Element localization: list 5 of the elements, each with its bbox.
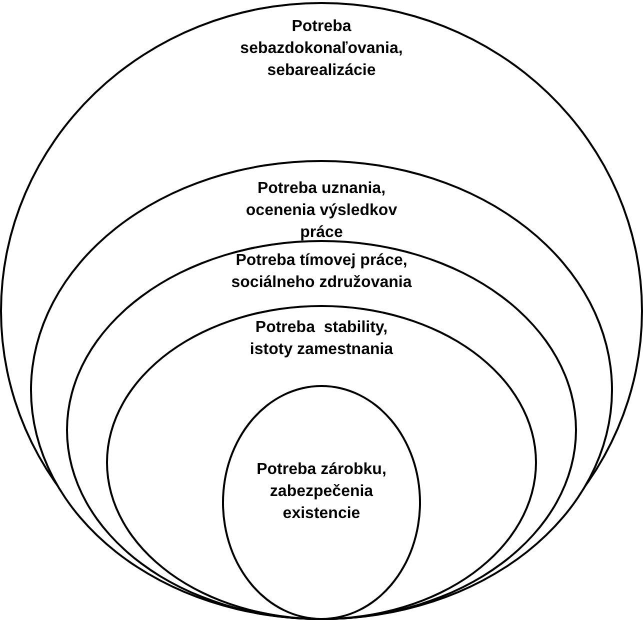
need-label: Potreba stability, istoty zamestnania — [248, 318, 394, 360]
need-label: Potreba zárobku, zabezpečenia existencie — [256, 460, 388, 524]
need-label: Potreba sebazdokonaľovania, sebarealizácie — [239, 17, 404, 81]
need-label: Potreba tímovej práce, sociálneho združovania — [230, 251, 413, 293]
need-label: Potreba uznania, ocenenia výsledkov práce — [244, 179, 398, 243]
